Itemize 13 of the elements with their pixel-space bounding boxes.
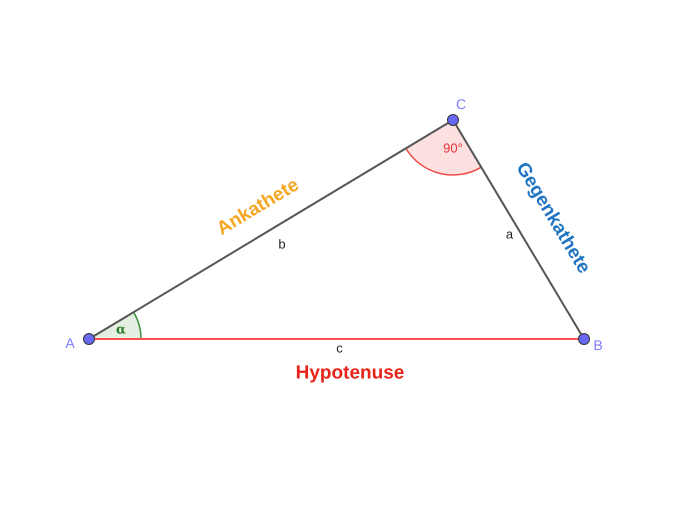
edge-label: b <box>277 237 287 250</box>
vertex-label: C <box>456 97 466 111</box>
side-label: α <box>116 324 126 336</box>
triangle-side <box>95 338 578 340</box>
side-label: Hypotenuse <box>296 364 404 382</box>
vertex-label: A <box>65 336 75 350</box>
side-label: 90° <box>443 142 463 154</box>
vertex-point <box>83 333 95 345</box>
vertex-point <box>578 333 590 345</box>
triangle-side <box>455 124 582 334</box>
vertex-point <box>447 114 459 126</box>
vertex-label: B <box>593 338 603 352</box>
triangle-side <box>94 122 448 337</box>
